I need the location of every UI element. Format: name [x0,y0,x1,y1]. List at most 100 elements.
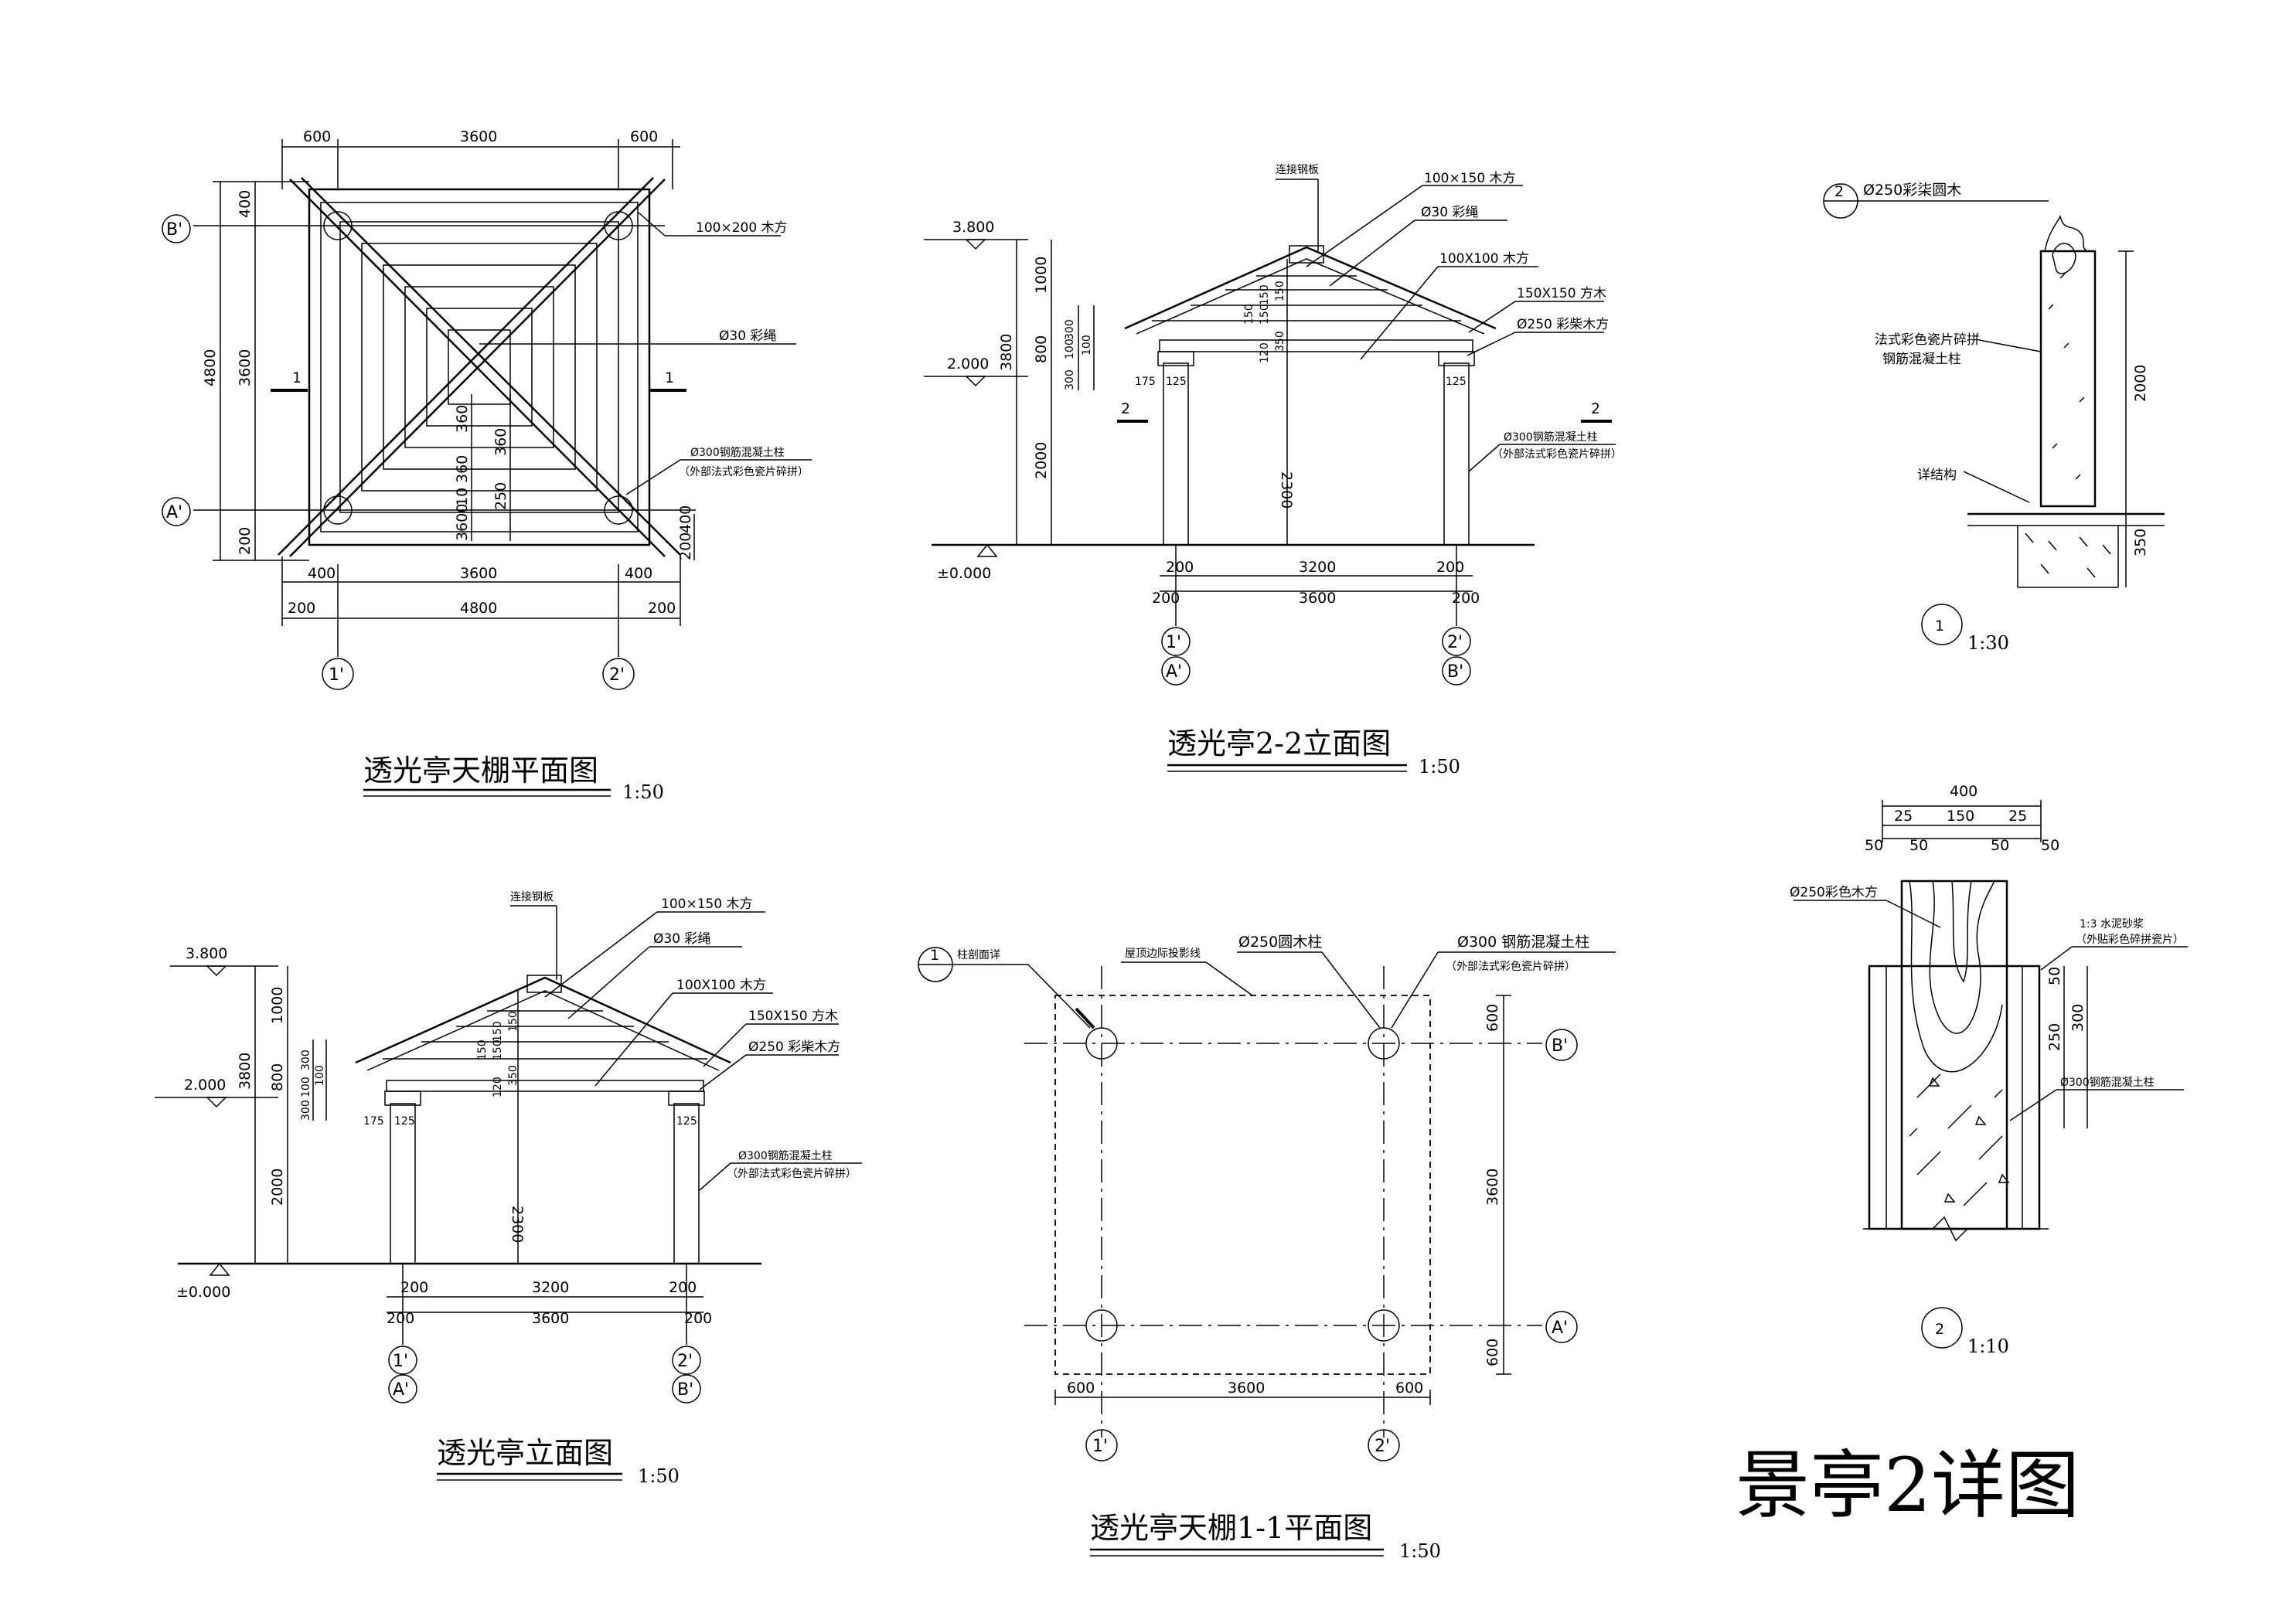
dim-v300: 300 [2069,1004,2086,1032]
column-body [2039,250,2097,508]
detail1-scale: 1:30 [1967,632,2009,654]
main-elev-scale: 1:50 [638,1465,680,1487]
note-timber-100x150: 100×150 木方 [661,897,753,912]
roof-slope-outer [1124,246,1497,330]
dim-inner-e: 3600 [454,504,471,541]
note-column: Ø300钢筋混凝土柱 [1504,430,1598,444]
main-elev-title: 透光亭立面图 [437,1436,613,1470]
main-elevation: 3.800 2.000 ±0.000 3800 1000 800 2000 30… [155,890,862,1487]
diagonal-beam-1b [301,177,681,556]
dim-v-low: 2000 [1033,442,1050,479]
dim-c-150d: 150 [507,1011,519,1032]
dim-v-total: 3800 [998,334,1015,371]
note-plate: 连接钢板 [510,890,554,903]
column-left [390,1103,416,1264]
axis-label-1: 1' [1166,633,1181,652]
diagonal-beam-2b [278,177,654,556]
dim-c-120: 120 [1259,342,1271,363]
column-left [1163,362,1189,546]
dim-b-200a: 200 [400,1279,428,1296]
roof-slope-inner [1136,258,1485,335]
axis-label-1: 1' [329,665,344,685]
plan-1-1: 600 3600 600 B' A' 600 3600 600 1' 2' 1 … [918,934,1616,1562]
column-right [673,1103,700,1264]
dim-b-200b: 200 [669,1279,697,1296]
dim-bottom-inner-right: 400 [625,565,652,582]
dim-v-mid: 800 [1033,335,1050,363]
note-column: Ø300钢筋混凝土柱 [690,446,785,459]
dim-v-c: 100 [300,1077,312,1097]
level-ground: ±0.000 [176,1284,230,1301]
axis-label-2: 2' [677,1352,693,1371]
dim-150: 150 [1947,808,1974,825]
note-column: Ø300钢筋混凝土柱 [2060,1076,2155,1089]
dim-v-top: 1000 [269,987,286,1024]
dim-b-200a: 200 [1166,559,1194,576]
note-rope: Ø30 彩绳 [719,328,776,344]
dim-v-b: 100 [314,1065,326,1086]
dim-left-mid: 3600 [237,349,254,386]
axis-label-1: 1' [393,1352,408,1371]
dim-v-low: 2000 [269,1169,286,1206]
dim-c-150c: 150 [492,1039,504,1060]
dim-c-150a: 150 [476,1039,489,1060]
canopy-outline [308,188,651,546]
dim-top-mid: 3600 [460,128,497,145]
dim-bottom-inner-left: 400 [308,565,336,582]
column-a2 [1368,1309,1400,1342]
detail-label: Ø250彩柒圆木 [1863,182,1961,199]
dim-125b: 125 [676,1115,697,1128]
note-timber-column: Ø250圆木柱 [1238,934,1322,951]
dim-b-3600: 3600 [1299,590,1336,607]
axis-label-b: B' [677,1380,693,1400]
axis-bubble-a [162,497,191,526]
axis-label-a: A' [1166,662,1182,682]
dim-inner-c: 360 [492,428,509,456]
dim-v-total: 3800 [237,1053,254,1090]
dim-top-right: 600 [630,128,658,145]
sheet-title: 景亭2详图 [1736,1442,2080,1529]
detail1-number: 1 [1935,618,1944,635]
main-beam [386,1080,704,1092]
dim-c-150c: 150 [1259,304,1271,325]
section-label-left: 2 [1121,400,1130,417]
axis-label-a: A' [166,503,182,522]
column-detail-1: 2 Ø250彩柒圆木 2000 350 法式彩色瓷片碎拼 钢筋混凝土柱 详结构 [1823,182,2165,654]
canopy-inner-outline [320,202,639,532]
note-timber-250: Ø250 彩柴木方 [748,1039,840,1055]
dim-v250: 250 [2046,1023,2063,1051]
main-beam [1159,339,1473,352]
dim-v-a: 300 [300,1050,312,1070]
dim-bottom-outer-mid: 4800 [460,600,497,617]
dim-b-3200: 3200 [532,1279,569,1296]
dim-inner-f: 10 [454,488,471,506]
note-timber: Ø250彩色木方 [1790,885,1878,900]
dim-b-3600: 3600 [532,1310,569,1327]
dim-bottom-inner-mid: 3600 [460,565,497,582]
purlin-ring-6 [448,329,511,405]
note-rc-column-sub: （外部法式彩色瓷片碎拼） [1446,960,1576,973]
timber-end [2044,214,2088,252]
dim-right-a: 200 [677,532,694,560]
dim-c-350: 350 [1274,331,1286,352]
concrete-hatch-2 [1909,1073,2010,1206]
dim-left-top: 400 [237,190,254,218]
note-tiles: 法式彩色瓷片碎拼 [1875,332,1980,348]
axis-bubble-2 [602,658,635,690]
dim-v-d: 300 [300,1100,312,1121]
detail-mark: 2 [1834,183,1844,200]
axis-label-b: B' [1447,662,1463,682]
dim-bottom-outer-left: 200 [288,600,315,617]
dim-left-bottom: 200 [237,527,254,555]
dim-c-150b: 150 [1259,284,1271,305]
level-top: 3.800 [186,945,227,962]
axis-bubble-1 [322,658,354,690]
dim-c-2300: 2300 [1278,471,1295,509]
column-b1 [1085,1027,1118,1060]
dim-125a: 125 [1166,376,1187,388]
purlin-ring-1 [339,221,619,513]
dim-top-left: 600 [303,128,331,145]
elev22-title: 透光亭2-2立面图 [1167,726,1391,760]
note-rope: Ø30 彩绳 [653,931,710,947]
diagonal-beam-2 [289,179,666,557]
